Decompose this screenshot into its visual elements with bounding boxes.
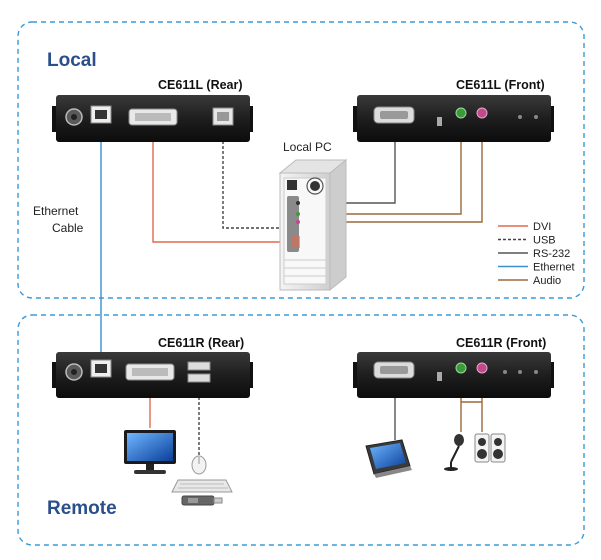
ce611l-rear-device: CE611L (Rear) [52,78,253,142]
ce611r-front-label: CE611R (Front) [456,336,546,350]
mouse-icon [191,455,207,475]
ce611l-front-label: CE611L (Front) [456,78,545,92]
remote-zone: Remote [17,314,585,546]
local-pc-label: Local PC [283,140,332,154]
speakers-icon [474,433,506,463]
audio-cable-spk-local [298,118,483,223]
local-pc: Local PC [278,140,348,292]
audio-cable-mic-local [298,118,462,215]
usb-a-port-icon [187,373,211,383]
legend-label: RS-232 [533,248,570,260]
mic-jack-icon [455,107,467,119]
ce611l-front-device: CE611L (Front) [353,78,554,142]
remote-zone-title: Remote [47,498,117,519]
legend-label: Ethernet [533,262,575,274]
legend-label: USB [533,235,556,247]
touch-panel-icon [365,439,412,478]
legend-item: USB [498,235,556,247]
cables [100,116,483,458]
monitor-icon [124,430,176,474]
keyboard-icon [171,479,233,493]
ethernet-cable-label-line1: Ethernet [33,204,79,218]
legend-label: DVI [533,221,551,233]
speaker-jack-icon [476,362,488,374]
ce611r-rear-label: CE611R (Rear) [158,336,244,350]
ce611r-rear-device: CE611R (Rear) [52,336,253,398]
usb-cable-local [222,116,288,229]
ethernet-cable-label: Ethernet Cable [33,204,84,235]
ethernet-cable-label-line2: Cable [52,221,84,235]
mic-jack-icon [455,362,467,374]
usb-drive-icon [181,495,223,506]
speaker-jack-icon [476,107,488,119]
dvi-cable-local [152,132,288,243]
microphone-icon [444,434,464,471]
ce611r-front-device: CE611R (Front) [353,336,554,398]
local-zone-title: Local [47,50,97,71]
usb-a-port-icon [187,361,211,371]
legend-label: Audio [533,275,561,287]
legend-item: Ethernet [498,262,575,274]
legend-item: DVI [498,221,551,233]
ce611l-rear-label: CE611L (Rear) [158,78,243,92]
local-zone: Local [17,21,585,299]
legend-item: RS-232 [498,248,570,260]
legend-item: Audio [498,275,561,287]
